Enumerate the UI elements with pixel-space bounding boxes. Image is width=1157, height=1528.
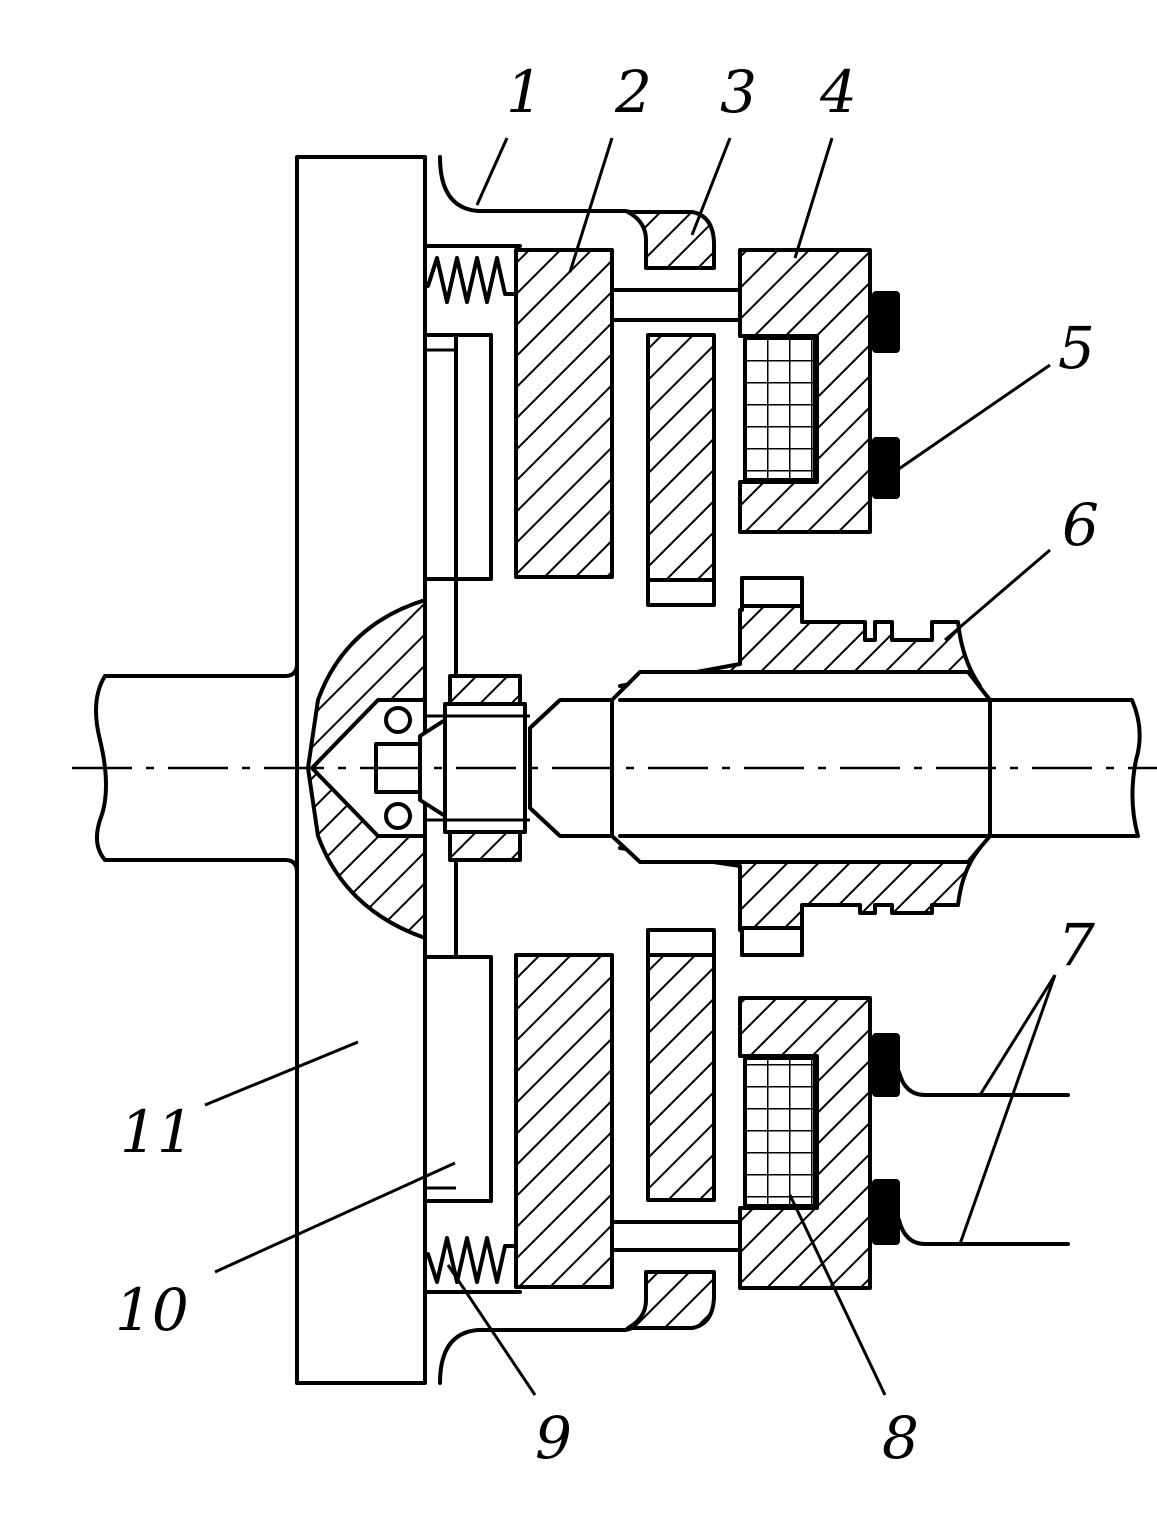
callout-2: 2 [614,58,652,126]
callout-11: 11 [120,1098,194,1166]
center-boss [306,598,530,940]
callout-1: 1 [506,58,543,126]
terminal [872,291,900,1245]
callout-9: 9 [535,1404,572,1472]
inner-plate [610,288,742,1252]
callout-4: 4 [819,58,857,126]
callout-5: 5 [1058,314,1095,382]
callout-10: 10 [115,1276,189,1344]
callout-6: 6 [1062,491,1099,559]
callout-labels: 1 2 3 4 5 6 7 8 9 10 11 [115,58,1099,1472]
retaining-ring [626,210,717,1330]
spring [426,256,518,1284]
lead-wire [897,1070,1070,1246]
coil [743,336,817,1208]
leader-lines [204,137,1057,1396]
callout-7: 7 [1058,911,1095,979]
callout-8: 8 [882,1404,919,1472]
armature [514,248,614,1289]
callout-3: 3 [720,58,757,126]
friction-disk [423,333,493,1203]
